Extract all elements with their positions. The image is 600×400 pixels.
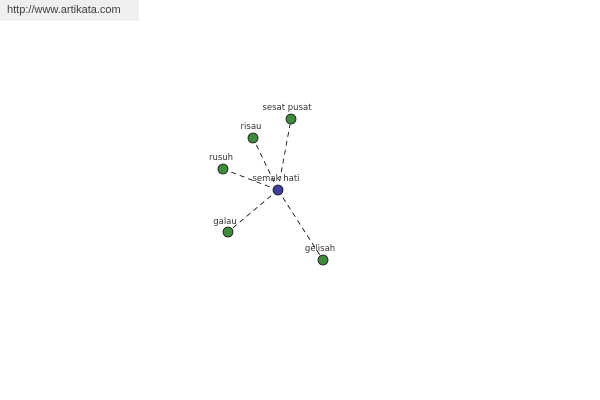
edge-gelisah [277,189,324,261]
node-galau[interactable] [222,226,234,238]
node-labels: sesat pusat risau rusuh galau gelisah se… [209,103,335,254]
node-sesat-pusat[interactable] [285,113,297,125]
label-rusuh: rusuh [209,153,233,163]
edge-sesat-pusat [277,118,292,191]
leaf-nodes [217,113,329,266]
node-rusuh[interactable] [217,163,229,175]
node-gelisah[interactable] [317,254,329,266]
label-sesat-pusat: sesat pusat [262,103,312,113]
edge-risau [252,137,279,191]
url-banner[interactable]: http://www.artikata.com [0,0,139,21]
url-text[interactable]: http://www.artikata.com [7,4,121,16]
label-galau: galau [213,217,237,227]
edge-rusuh [222,168,279,191]
edge-galau [227,189,279,233]
edges [222,118,324,261]
label-risau: risau [241,122,262,132]
node-semak-hati[interactable] [272,184,284,196]
node-risau[interactable] [247,132,259,144]
label-semak-hati: semak hati [252,174,299,184]
label-gelisah: gelisah [305,244,335,254]
